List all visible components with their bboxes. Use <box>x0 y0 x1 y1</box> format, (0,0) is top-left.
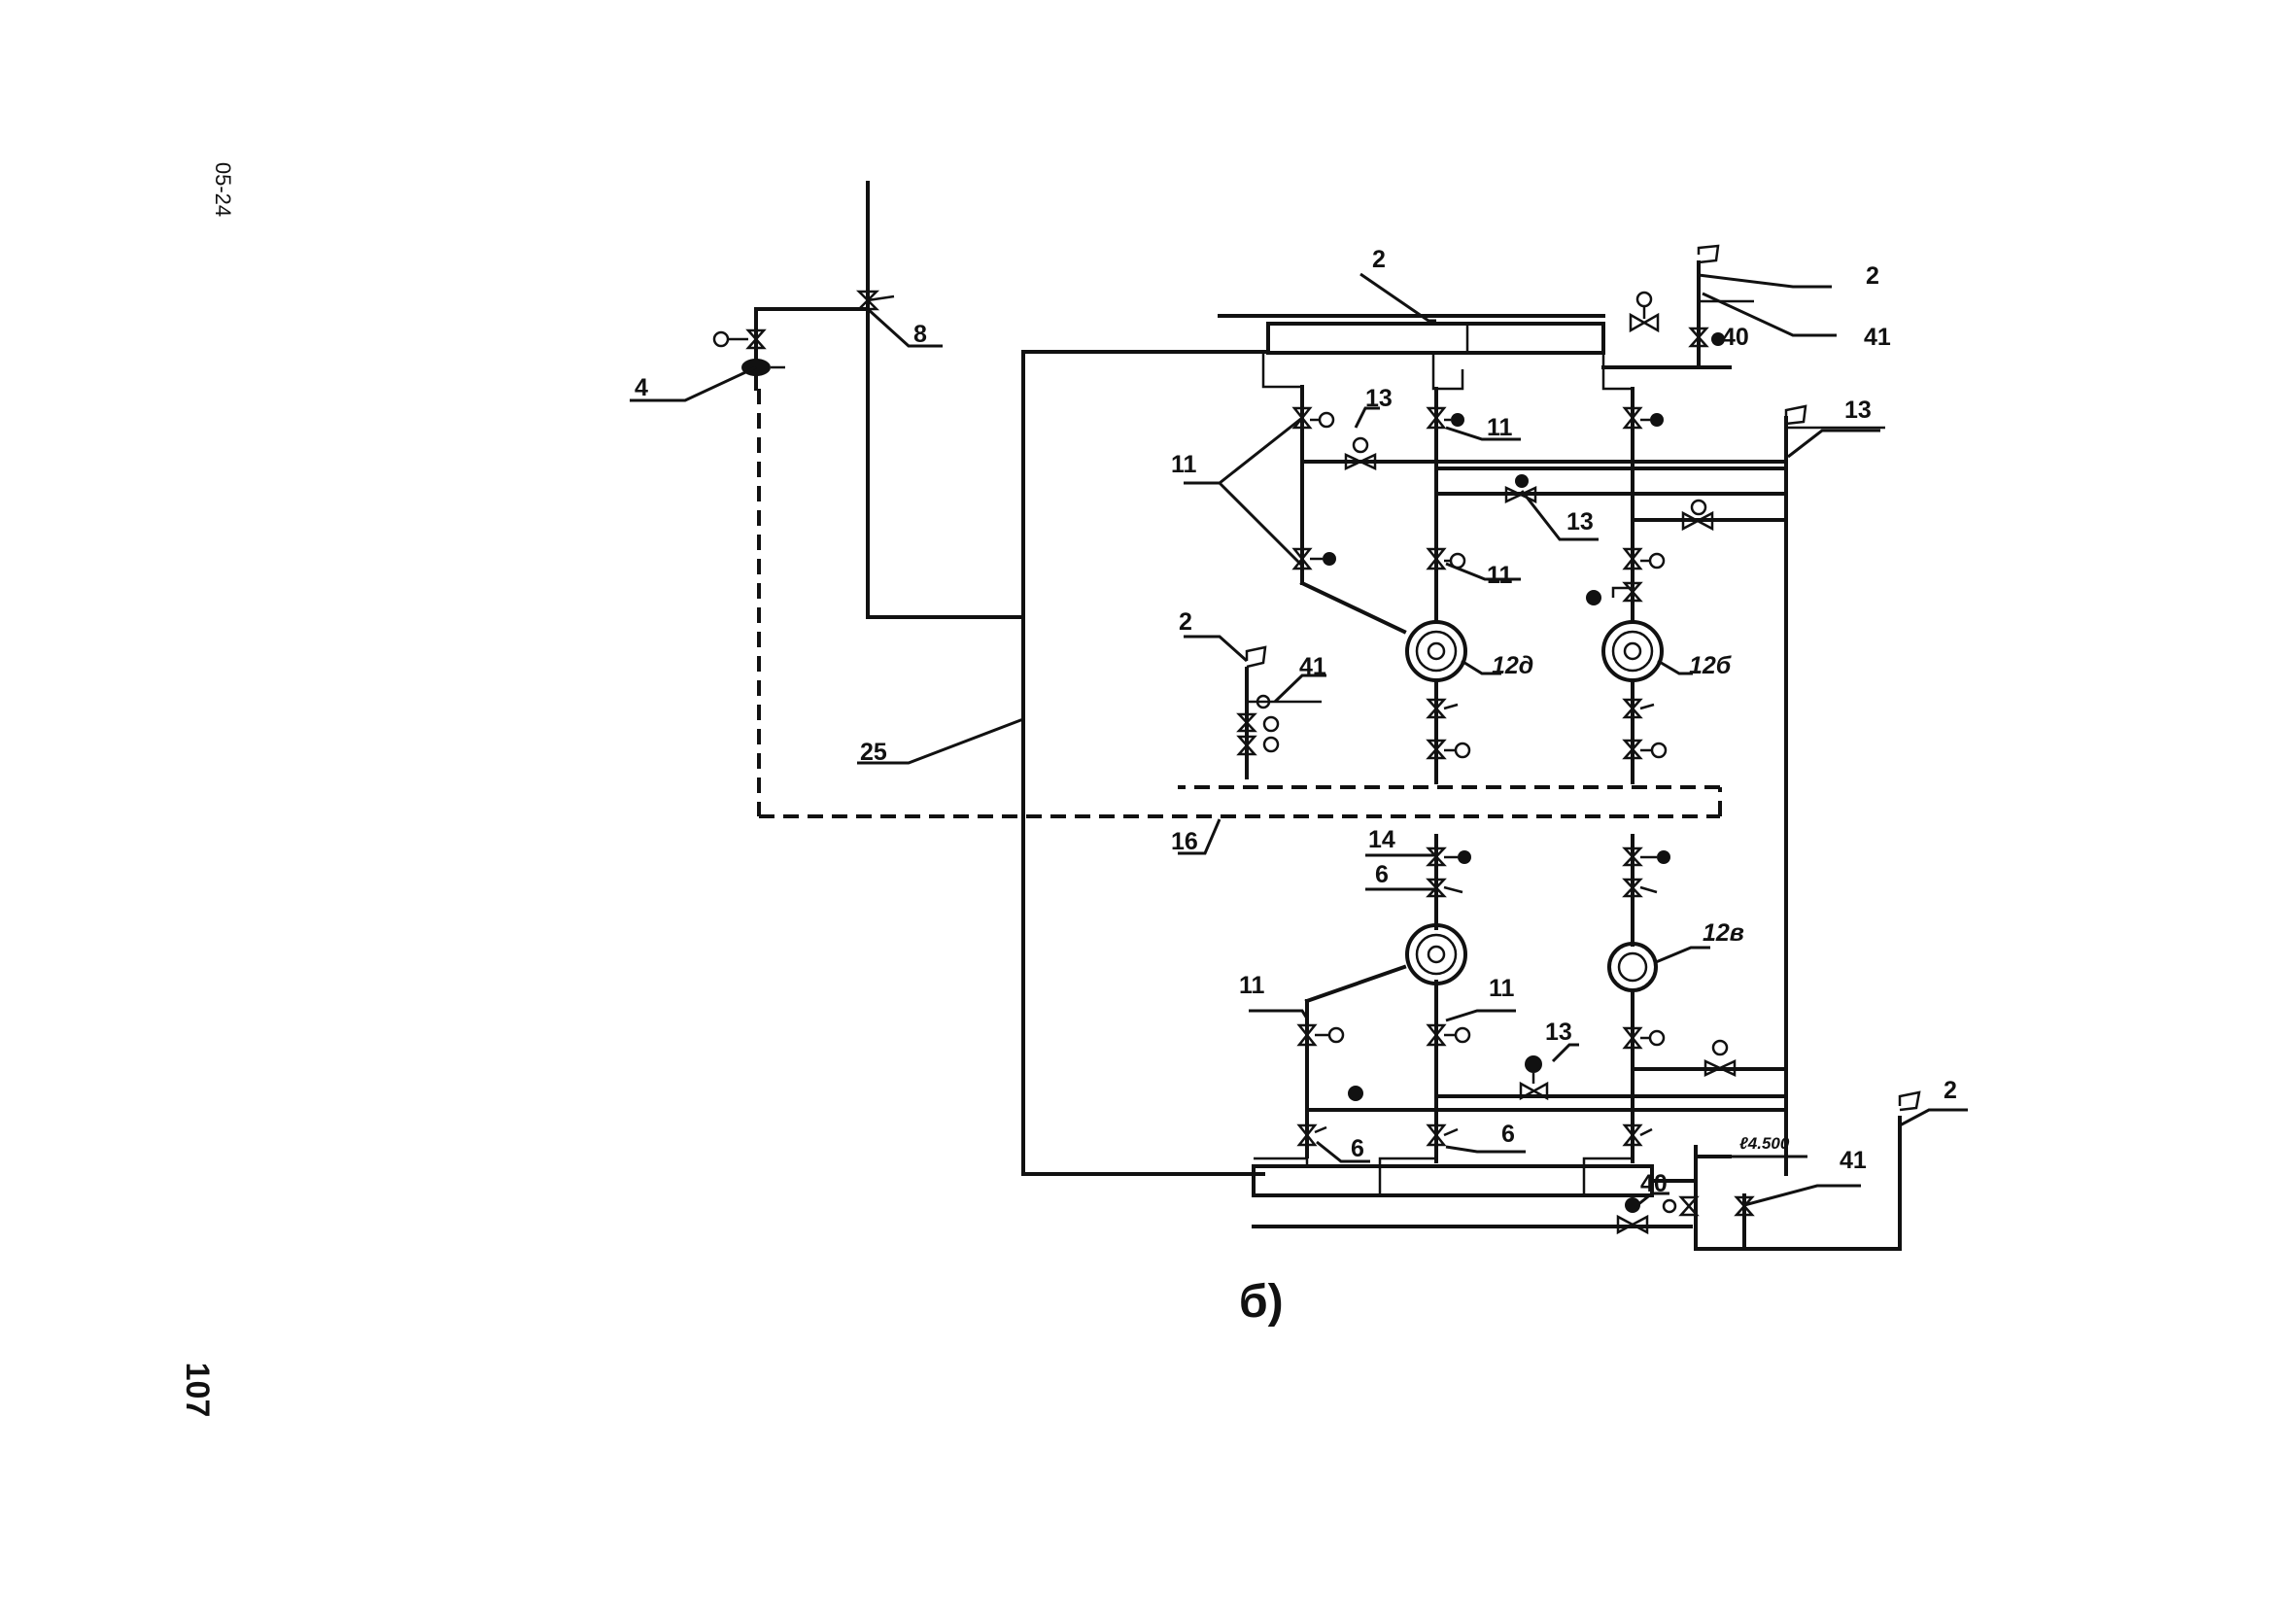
valves-below-upper-pumps <box>1426 698 1668 760</box>
label-14: 14 <box>1368 826 1395 853</box>
label-2-top: 2 <box>1372 246 1386 273</box>
label-41-mid: 41 <box>1299 653 1326 680</box>
pump-lower-left <box>1405 923 1467 985</box>
valve-icon <box>855 290 895 311</box>
figure-caption: б) <box>1239 1276 1284 1328</box>
leader-lines <box>630 272 1968 1207</box>
inlet-line <box>754 181 1025 619</box>
label-13-c: 13 <box>1545 1019 1572 1046</box>
page-number: 107 <box>179 1363 216 1418</box>
return-line-25 <box>1021 350 1270 1176</box>
label-13-b: 13 <box>1566 508 1594 536</box>
label-6-c: 6 <box>1501 1121 1515 1148</box>
level-mark: ℓ4.500 <box>1739 1134 1790 1153</box>
bottom-header <box>1252 1090 1921 1251</box>
label-25: 25 <box>860 739 887 766</box>
label-40-bottom: 40 <box>1640 1170 1668 1197</box>
valve-icon <box>1504 474 1537 503</box>
label-11-left: 11 <box>1171 451 1197 478</box>
label-16: 16 <box>1171 828 1198 855</box>
pump-12v <box>1607 942 1658 992</box>
label-41-top-right: 41 <box>1864 324 1891 351</box>
valve-icon <box>1344 436 1377 470</box>
label-pump-12b: 12б <box>1689 652 1733 679</box>
label-6-b: 6 <box>1351 1135 1364 1162</box>
lower-cross-lines <box>1305 1039 1788 1112</box>
middle-left-branch <box>1236 645 1322 779</box>
label-40-top: 40 <box>1722 324 1749 351</box>
upper-cross-lines <box>1300 404 1885 1176</box>
label-pump-12v: 12в <box>1703 919 1744 947</box>
bottom-riser-valves <box>1296 1123 1653 1147</box>
valve-icon <box>1688 327 1725 348</box>
label-2-top-right: 2 <box>1866 262 1879 290</box>
lower-riser-valves <box>1426 847 1670 898</box>
labels: 8 4 2 2 41 40 13 11 11 13 13 11 12д 12б … <box>635 246 1957 1197</box>
label-11-d: 11 <box>1489 975 1515 1002</box>
label-13-right: 13 <box>1844 397 1872 424</box>
svg-text:05-24: 05-24 <box>211 162 235 217</box>
label-6-a: 6 <box>1375 861 1389 888</box>
pump-12b <box>1601 620 1664 682</box>
doc-code: 05-24 <box>211 162 235 217</box>
label-4: 4 <box>635 374 648 401</box>
lower-valves <box>1296 1023 1666 1050</box>
label-13-a: 13 <box>1365 385 1393 412</box>
riser-valves-upper <box>1291 406 1666 605</box>
valve-icon <box>1629 291 1660 333</box>
label-pump-12d: 12д <box>1492 652 1533 679</box>
label-11-b: 11 <box>1487 562 1513 589</box>
label-41-bottom: 41 <box>1840 1147 1867 1174</box>
svg-text:107: 107 <box>179 1363 216 1418</box>
label-8: 8 <box>913 321 927 348</box>
risers <box>1299 385 1634 1163</box>
label-2-bottom-right: 2 <box>1944 1077 1957 1104</box>
label-11-a: 11 <box>1487 414 1513 441</box>
drain-line-16 <box>757 389 1722 818</box>
pump-12d <box>1405 620 1467 682</box>
label-11-c: 11 <box>1239 972 1265 999</box>
label-2-mid: 2 <box>1179 608 1192 636</box>
valve-icon <box>1681 499 1714 532</box>
top-header <box>1218 244 1754 391</box>
